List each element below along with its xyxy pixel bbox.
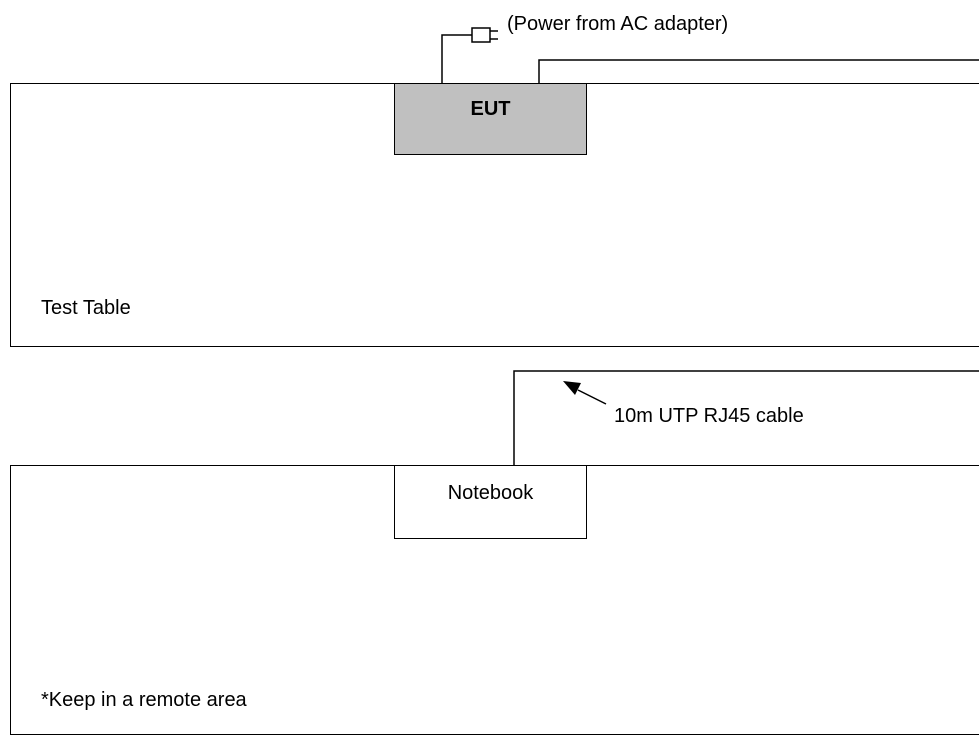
notebook-box (394, 465, 587, 539)
eut-box (394, 83, 587, 155)
notebook-cable-line (513, 370, 979, 465)
eut-cable-line (538, 59, 979, 83)
power-cord-line (441, 34, 472, 83)
remote-area-note: *Keep in a remote area (41, 689, 247, 711)
eut-label: EUT (470, 98, 511, 120)
notebook-label: Notebook (447, 482, 534, 504)
cable-label: 10m UTP RJ45 cable (614, 405, 804, 427)
power-label: (Power from AC adapter) (507, 13, 729, 35)
power-plug-icon (471, 27, 498, 43)
cable-pointer-arrow (563, 381, 607, 405)
test-table-label: Test Table (41, 297, 131, 319)
